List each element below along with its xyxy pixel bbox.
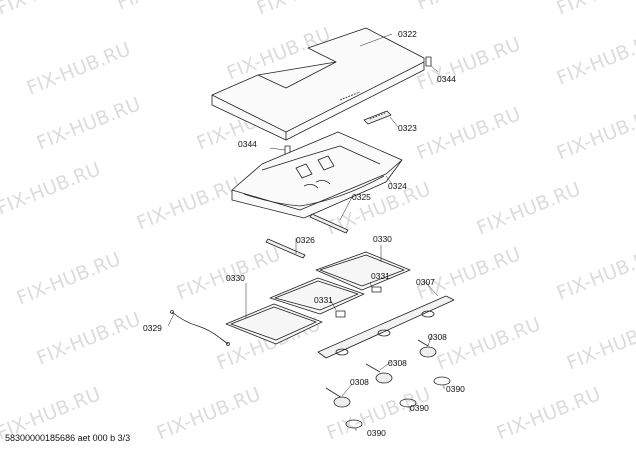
callout-0330: 0330 xyxy=(373,234,392,244)
callout-0331: 0331 xyxy=(314,295,333,305)
callout-0325: 0325 xyxy=(352,192,371,202)
part-0330-filter-back xyxy=(315,251,411,291)
part-0331-filter-handle xyxy=(335,286,382,318)
callout-0344: 0344 xyxy=(238,139,257,149)
callout-0331: 0331 xyxy=(371,271,390,281)
part-0307-front-panel xyxy=(317,295,455,359)
callout-0322: 0322 xyxy=(398,29,417,39)
leader-lines xyxy=(167,33,445,431)
callout-0326: 0326 xyxy=(296,235,315,245)
part-0390-ring-left xyxy=(345,419,363,429)
part-0324-hood-housing xyxy=(231,131,403,219)
part-0326-rail xyxy=(265,238,306,259)
part-0323-bracket xyxy=(363,110,392,125)
part-0308-lamp-middle xyxy=(365,363,393,384)
callout-0330: 0330 xyxy=(226,273,245,283)
part-0330-filter-front xyxy=(225,303,323,345)
part-0390-ring-right xyxy=(433,376,451,386)
part-0344-clip-right xyxy=(425,56,432,67)
callout-0307: 0307 xyxy=(416,277,435,287)
callout-0308: 0308 xyxy=(350,377,369,387)
callout-0390: 0390 xyxy=(367,428,386,438)
callout-0344: 0344 xyxy=(437,74,456,84)
part-0322-top-cover xyxy=(211,27,425,141)
part-0330-filter-middle xyxy=(269,277,365,315)
callout-0324: 0324 xyxy=(388,181,407,191)
part-0325-rail xyxy=(309,213,349,234)
part-0329-cable xyxy=(170,310,230,346)
callout-0390: 0390 xyxy=(410,403,429,413)
callout-0308: 0308 xyxy=(388,358,407,368)
document-footer-code: 58300000185686 aet 000 b 3/3 xyxy=(5,433,131,443)
part-0390-ring-middle xyxy=(399,398,417,408)
part-0308-lamp-left xyxy=(325,387,351,408)
callout-0390: 0390 xyxy=(446,384,465,394)
part-0308-lamp-right xyxy=(417,339,437,358)
callout-0308: 0308 xyxy=(428,332,447,342)
callout-0329: 0329 xyxy=(143,323,162,333)
callout-0323: 0323 xyxy=(398,123,417,133)
